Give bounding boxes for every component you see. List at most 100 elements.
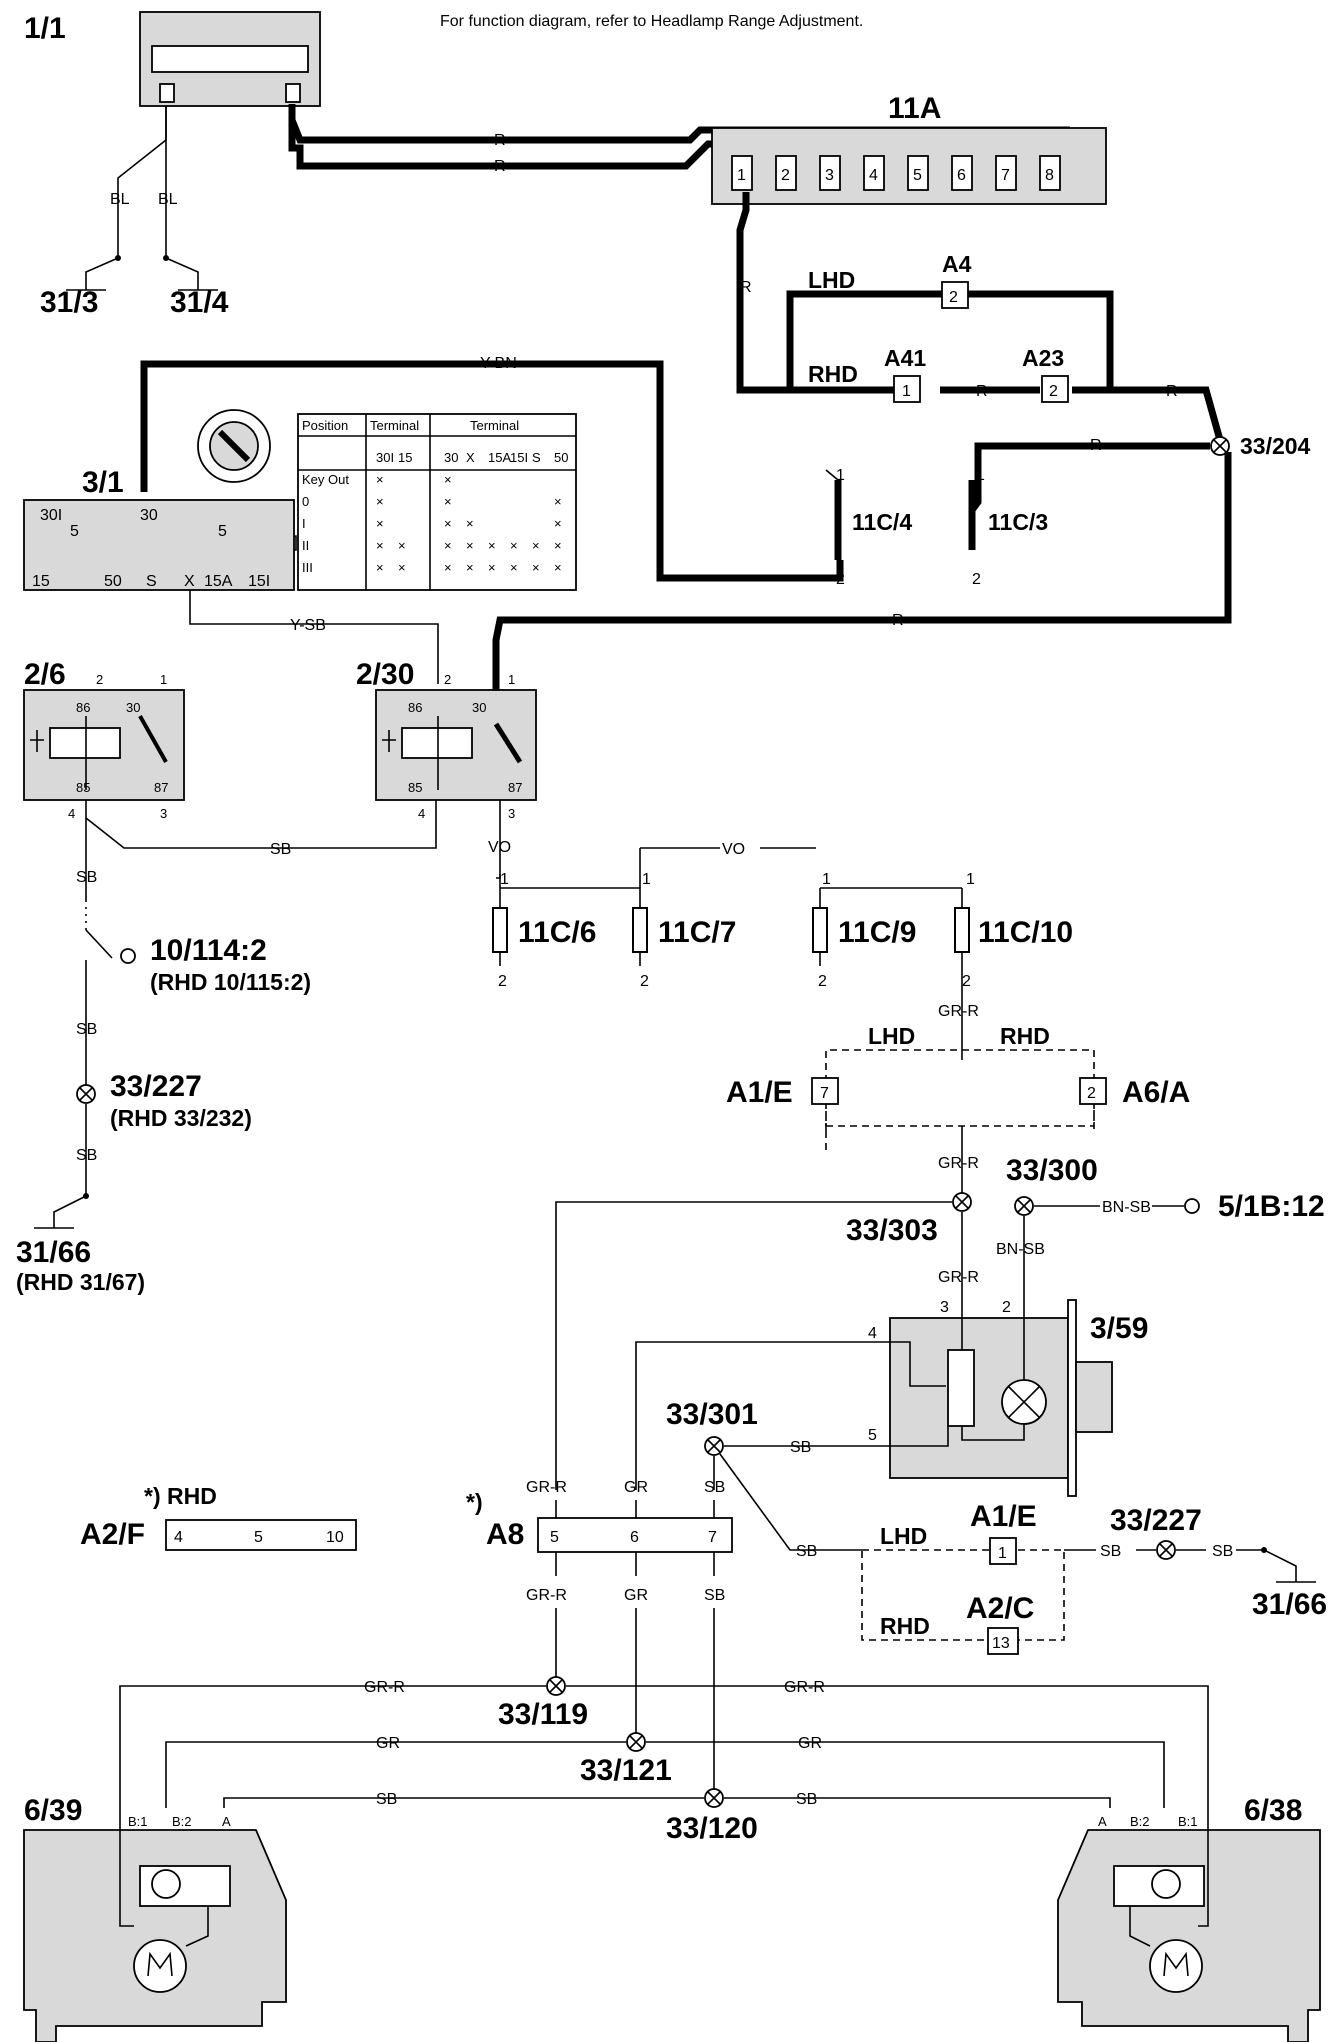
fuse-11c9: 1 2 11C/9 (812, 871, 916, 990)
fuse-slot (863, 155, 885, 191)
table-mark: × (488, 560, 496, 575)
switch-10-114-rhd: (RHD 10/115:2) (150, 969, 311, 995)
wire-vo-1: VO (488, 839, 511, 856)
control-unit-3-59: 3/59 3 2 4 5 (868, 1299, 1148, 1497)
wire-r-1: R (494, 132, 506, 149)
svg-text:30: 30 (140, 507, 158, 524)
wire-sb-227-2: SB (1212, 1543, 1233, 1560)
fuse-11c4-label: 11C/4 (852, 509, 912, 535)
wire-gr-r-a8-bottom: GR-R (526, 1587, 567, 1604)
ground-31-66-left: 31/66 (16, 1236, 91, 1269)
svg-text:2: 2 (96, 672, 103, 687)
fuse-number: 1 (737, 167, 746, 184)
wire-sb-a8-bottom: SB (704, 1587, 725, 1604)
wire-gr-r-3: GR-R (938, 1269, 979, 1286)
fuse-number: 2 (781, 167, 790, 184)
fuse-number: 6 (957, 167, 966, 184)
svg-text:3: 3 (160, 806, 167, 821)
wire-r-5: R (1166, 383, 1178, 400)
svg-text:B:1: B:1 (1178, 1814, 1198, 1829)
ground-31-4: 31/4 (170, 286, 229, 319)
table-row-label: III (302, 560, 313, 575)
svg-text:5: 5 (550, 1529, 559, 1546)
svg-text:4: 4 (68, 806, 75, 821)
table-mark: × (376, 472, 384, 487)
svg-text:15I: 15I (248, 573, 270, 590)
svg-text:5: 5 (868, 1427, 877, 1444)
wire-bl-right: BL (158, 191, 178, 208)
splice-33-227-left: 33/227 (RHD 33/232) (76, 1070, 252, 1131)
connector-a8: 5 6 7 (537, 1517, 733, 1553)
svg-text:33/227: 33/227 (1110, 1504, 1202, 1537)
label-rhd-top: RHD (808, 361, 858, 387)
label-rhd-mid: RHD (1000, 1023, 1050, 1049)
table-mark: × (466, 516, 474, 531)
switch-10-114-label: 10/114:2 (150, 934, 267, 967)
svg-text:85: 85 (76, 780, 90, 795)
wire-gr-right: GR (798, 1735, 822, 1752)
fuse-slot (1039, 155, 1061, 191)
wire-gr-r-left: GR-R (364, 1679, 405, 1696)
svg-text:6: 6 (630, 1529, 639, 1546)
fuse-number: 3 (825, 167, 834, 184)
table-row-label: Key Out (302, 472, 349, 487)
relay-2-6-label: 2/6 (24, 658, 66, 691)
svg-text:B:2: B:2 (172, 1814, 192, 1829)
ignition-switch: 3/1 30I 30 5 5 15 50 S X 15A 15I (23, 409, 295, 591)
wire-r-2: R (494, 158, 506, 175)
connector-a2f: 4 5 10 (165, 1519, 357, 1551)
ignition-switch-label: 3/1 (82, 466, 124, 499)
svg-text:1: 1 (998, 1545, 1007, 1562)
connector-a1e-top: 7 A1/E (726, 1076, 839, 1109)
svg-text:A: A (222, 1814, 231, 1829)
table-mark: × (466, 560, 474, 575)
svg-text:2: 2 (972, 571, 981, 588)
table-col-header: 15I (510, 450, 528, 465)
wire-r-7: R (892, 612, 904, 629)
svg-text:33/301: 33/301 (666, 1398, 758, 1431)
battery-label: 1/1 (24, 12, 66, 45)
svg-text:7: 7 (820, 1085, 829, 1102)
table-mark: × (488, 538, 496, 553)
relay-2-30-label: 2/30 (356, 658, 414, 691)
svg-text:5: 5 (254, 1529, 263, 1546)
wire-sb-left-2: SB (76, 1021, 97, 1038)
svg-text:2: 2 (444, 672, 451, 687)
relay-2-6: 2/6 86 30 85 87 2 1 4 3 (23, 658, 185, 821)
svg-text:4: 4 (868, 1325, 877, 1342)
svg-text:30: 30 (472, 700, 486, 715)
svg-text:33/119: 33/119 (498, 1698, 588, 1731)
svg-text:87: 87 (154, 780, 168, 795)
splice-33-301: 33/301 (666, 1398, 758, 1456)
svg-text:1: 1 (902, 383, 911, 400)
svg-text:30: 30 (126, 700, 140, 715)
fuse-number: 8 (1045, 167, 1054, 184)
wire-sb-a1e: SB (796, 1543, 817, 1560)
table-mark: × (444, 516, 452, 531)
svg-text:33/227: 33/227 (110, 1070, 202, 1103)
table-mark: × (554, 538, 562, 553)
table-mark: × (554, 560, 562, 575)
table-row-label: 0 (302, 494, 309, 509)
wire-r-3: R (740, 279, 752, 296)
splice-33-120: 33/120 (666, 1788, 758, 1845)
svg-text:3: 3 (940, 1299, 949, 1316)
svg-text:33/300: 33/300 (1006, 1154, 1098, 1187)
motor-6-38: 6/38 A B:2 B:1 (1057, 1794, 1321, 2042)
wire-bn-sb-2: BN-SB (996, 1241, 1045, 1258)
wire-bn-sb-1: BN-SB (1102, 1199, 1151, 1216)
fuse-11c7: 1 2 11C/7 (632, 871, 736, 990)
wire-r-6: R (1090, 437, 1102, 454)
svg-text:4: 4 (174, 1529, 183, 1546)
svg-text:1: 1 (500, 871, 509, 888)
wire-gr-a8-bottom: GR (624, 1587, 648, 1604)
svg-text:15: 15 (32, 573, 50, 590)
svg-text:2: 2 (1049, 383, 1058, 400)
svg-text:A: A (1098, 1814, 1107, 1829)
fusebox-label: 11A (888, 92, 941, 125)
svg-text:2: 2 (1002, 1299, 1011, 1316)
svg-text:Terminal: Terminal (370, 418, 419, 433)
